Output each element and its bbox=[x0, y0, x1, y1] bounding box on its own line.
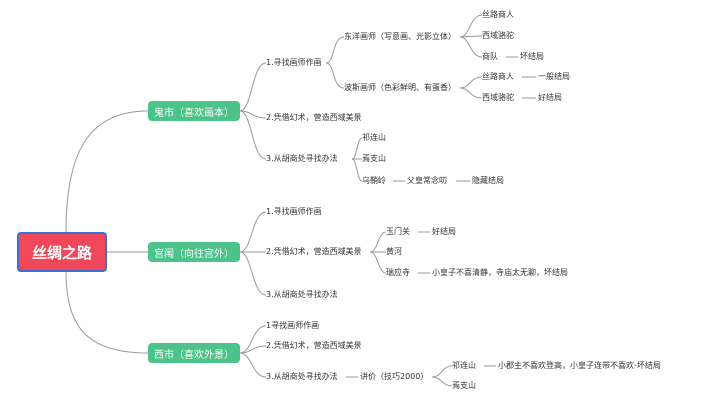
b1-persian-good-ending[interactable]: 好结局 bbox=[538, 93, 562, 102]
branch-west-market[interactable]: 西市（喜欢外景） bbox=[148, 343, 240, 363]
branch-ghost-market[interactable]: 鬼市（喜欢画本） bbox=[148, 101, 240, 121]
link-root-branch3 bbox=[65, 271, 149, 354]
b1-find-painter[interactable]: 1.寻找画师作画 bbox=[266, 58, 322, 67]
b1-east-caravan[interactable]: 商队 bbox=[482, 52, 498, 61]
b1-east-bad-ending[interactable]: 坏结局 bbox=[520, 52, 544, 61]
b2-merchant-way[interactable]: 3.从胡商处寻找办法 bbox=[266, 290, 338, 299]
b3-find-painter[interactable]: 1寻找画师作画 bbox=[266, 321, 320, 330]
b1-hidden-ending[interactable]: 隐藏结局 bbox=[472, 176, 504, 185]
b2-temple-bad-ending[interactable]: 小皇子不喜清静，寺庙太无聊，坏结局 bbox=[432, 268, 568, 277]
link-root-branch1 bbox=[65, 110, 149, 233]
b2-yellow-river[interactable]: 黄河 bbox=[386, 247, 402, 256]
b1-qilian[interactable]: 祁连山 bbox=[362, 133, 386, 142]
b1-yanzhi[interactable]: 焉支山 bbox=[362, 154, 386, 163]
b1-illusion[interactable]: 2.凭借幻术，营造西域美景 bbox=[266, 113, 362, 122]
b3-merchant-way[interactable]: 3.从胡商处寻找办法 bbox=[266, 372, 338, 381]
root-node[interactable]: 丝绸之路 bbox=[17, 232, 107, 272]
b1-east-camel[interactable]: 西域骆驼 bbox=[482, 31, 514, 40]
b2-yumen[interactable]: 玉门关 bbox=[386, 227, 410, 236]
b3-bargain[interactable]: 讲价（技巧2000） bbox=[360, 372, 429, 381]
b1-persian-camel[interactable]: 西域骆驼 bbox=[482, 93, 514, 102]
b3-qilian[interactable]: 祁连山 bbox=[452, 361, 476, 370]
b1-persian-silk-merchant[interactable]: 丝路商人 bbox=[482, 72, 514, 81]
b1-emperor-mention[interactable]: 父皇常念叨 bbox=[407, 176, 447, 185]
b1-persian-normal-ending[interactable]: 一般结局 bbox=[538, 72, 570, 81]
b3-illusion[interactable]: 2.凭借幻术，营造西域美景 bbox=[266, 341, 362, 350]
b2-illusion[interactable]: 2.凭借幻术，营造西域美景 bbox=[266, 247, 362, 256]
branch-palace[interactable]: 宫闱（向往宫外） bbox=[148, 242, 240, 262]
b3-qilian-bad-ending[interactable]: 小郡主不喜欢登高，小皇子连带不喜欢-坏结局 bbox=[498, 361, 661, 370]
b2-ruiying-temple[interactable]: 瑞应寺 bbox=[386, 268, 410, 277]
b1-east-painter[interactable]: 东洋画师（写意画、光影立体） bbox=[344, 32, 456, 41]
b3-yanzhi[interactable]: 焉支山 bbox=[452, 381, 476, 390]
b1-wuqiao[interactable]: 乌鞘岭 bbox=[362, 176, 386, 185]
b1-merchant-way[interactable]: 3.从胡商处寻找办法 bbox=[266, 154, 338, 163]
b1-persian-painter[interactable]: 波斯画师（色彩鲜明、有蛋香） bbox=[344, 83, 456, 92]
b2-good-ending[interactable]: 好结局 bbox=[432, 227, 456, 236]
b2-find-painter[interactable]: 1.寻找画师作画 bbox=[266, 207, 322, 216]
b1-east-silk-merchant[interactable]: 丝路商人 bbox=[482, 10, 514, 19]
